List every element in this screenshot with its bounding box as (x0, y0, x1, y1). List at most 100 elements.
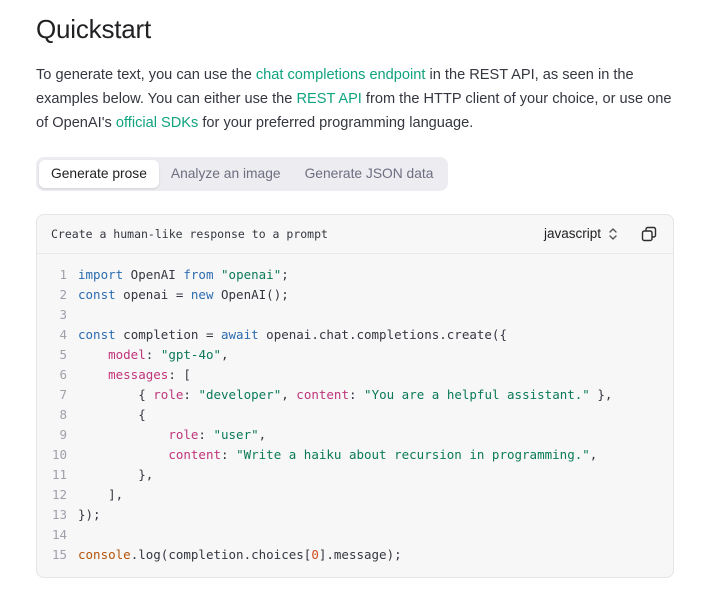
line-code: const openai = new OpenAI(); (67, 285, 289, 305)
line-code: }); (67, 505, 101, 525)
line-code (67, 525, 78, 545)
copy-icon[interactable] (641, 226, 657, 242)
code-token: : (145, 347, 161, 362)
code-token: }, (589, 387, 613, 402)
code-token: OpenAI(); (213, 287, 289, 302)
code-token: : (198, 427, 214, 442)
code-token: const (78, 287, 116, 302)
intro-text-2: in the REST API, as seen in the examples… (36, 67, 634, 107)
line-number: 5 (59, 347, 67, 362)
code-line: 10 content: "Write a haiku about recursi… (37, 445, 673, 465)
code-line: 3 (37, 305, 673, 325)
code-token: completion = (115, 327, 221, 342)
code-line: 9 role: "user", (37, 425, 673, 445)
line-number: 15 (51, 547, 67, 562)
code-token: OpenAI (123, 267, 184, 282)
code-token: }, (78, 467, 154, 482)
code-token: console (78, 547, 131, 562)
code-token: role (168, 427, 199, 442)
code-token: , (281, 387, 297, 402)
code-token: messages (108, 367, 169, 382)
code-token: ], (78, 487, 124, 502)
tab-generate-json[interactable]: Generate JSON data (304, 166, 434, 181)
intro-text-1: To generate text, you can use the (36, 67, 256, 83)
chevron-up-down-icon (609, 227, 617, 240)
line-number: 8 (59, 407, 67, 422)
line-code: console.log(completion.choices[0].messag… (67, 545, 402, 565)
line-number: 13 (51, 507, 67, 522)
code-line: 6 messages: [ (37, 365, 673, 385)
line-number: 1 (59, 267, 67, 282)
line-code: import OpenAI from "openai"; (67, 265, 289, 285)
code-token: content (296, 387, 349, 402)
page-title: Quickstart (36, 14, 152, 44)
code-token: "You are a helpful assistant." (364, 387, 590, 402)
code-line: 11 }, (37, 465, 673, 485)
line-code: messages: [ (67, 365, 191, 385)
line-code: { (67, 405, 146, 425)
code-token: }); (78, 507, 101, 522)
code-line: 5 model: "gpt-4o", (37, 345, 673, 365)
code-token: , (258, 427, 267, 442)
code-token: role (153, 387, 184, 402)
code-token (78, 347, 108, 362)
code-token: : [ (168, 367, 191, 382)
code-token: : (221, 447, 237, 462)
language-select[interactable]: javascript (544, 226, 618, 241)
line-code: role: "user", (67, 425, 266, 445)
line-code: }, (67, 465, 153, 485)
code-line: 8 { (37, 405, 673, 425)
line-code (67, 305, 78, 325)
intro-text-4: for your preferred programming language. (198, 115, 474, 131)
code-token: ; (281, 267, 289, 282)
code-token: openai = (115, 287, 191, 302)
code-token: new (190, 287, 214, 302)
code-token (78, 367, 108, 382)
code-line: 14 (37, 525, 673, 545)
code-token: : (183, 387, 199, 402)
code-header: Create a human-like response to a prompt… (37, 215, 673, 254)
code-token: "Write a haiku about recursion in progra… (236, 447, 590, 462)
line-code: { role: "developer", content: "You are a… (67, 385, 612, 405)
line-code: model: "gpt-4o", (67, 345, 229, 365)
code-block: Create a human-like response to a prompt… (36, 214, 674, 578)
code-token (78, 427, 168, 442)
tab-analyze-image[interactable]: Analyze an image (170, 166, 281, 181)
code-token: , (589, 447, 598, 462)
code-token: "user" (213, 427, 259, 442)
example-tabs: Generate prose Analyze an image Generate… (36, 157, 449, 191)
code-line: 13}); (37, 505, 673, 525)
code-line: 12 ], (37, 485, 673, 505)
line-number: 9 (59, 427, 67, 442)
line-number: 6 (59, 367, 67, 382)
line-number: 14 (51, 527, 67, 542)
code-token: "developer" (198, 387, 282, 402)
rest-api-link[interactable]: REST API (296, 91, 362, 107)
chat-completions-link[interactable]: chat completions endpoint (255, 67, 426, 83)
official-sdks-link[interactable]: official SDKs (115, 115, 199, 131)
code-token (213, 267, 221, 282)
code-token: .log(completion.choices[ (130, 547, 312, 562)
code-line: 7 { role: "developer", content: "You are… (37, 385, 673, 405)
code-token: , (221, 347, 229, 362)
line-number: 2 (59, 287, 67, 302)
code-token: await (221, 327, 259, 342)
line-code: const completion = await openai.chat.com… (67, 325, 507, 345)
code-token: openai.chat.completions.create({ (258, 327, 507, 342)
code-token: from (183, 267, 214, 282)
code-token: model (108, 347, 146, 362)
code-token: "gpt-4o" (160, 347, 222, 362)
code-token: const (78, 327, 116, 342)
tab-generate-prose[interactable]: Generate prose (39, 160, 159, 188)
language-label: javascript (544, 226, 602, 241)
code-token: { (78, 387, 154, 402)
line-code: ], (67, 485, 123, 505)
code-token: 0 (311, 547, 319, 562)
code-token: import (78, 267, 124, 282)
line-number: 3 (59, 307, 67, 322)
code-token: "openai" (221, 267, 282, 282)
